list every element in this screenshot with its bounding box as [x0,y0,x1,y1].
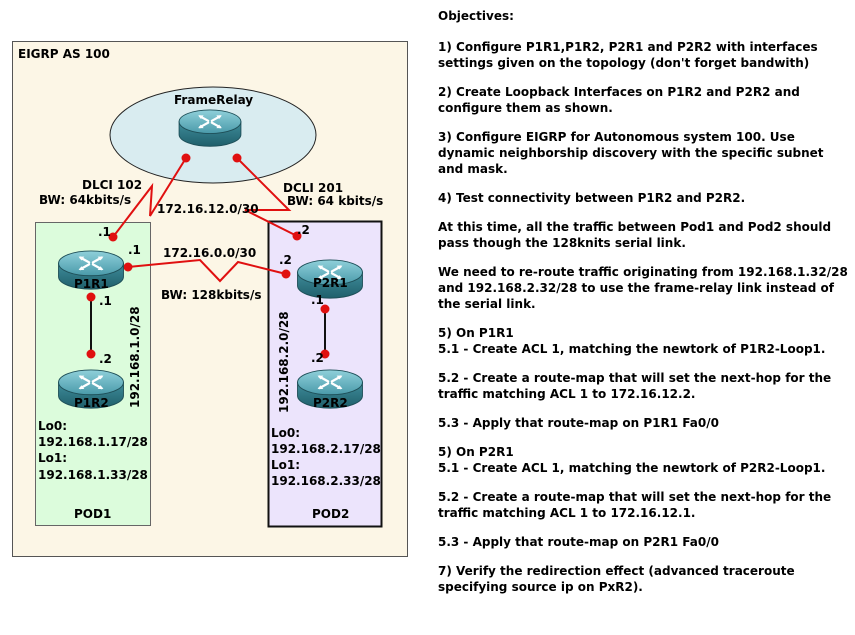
objective-item: 5.3 - Apply that route-map on P1R1 Fa0/0 [438,416,719,430]
objective-item: 7) Verify the redirection effect (advanc… [438,564,795,594]
dlci-right-label: DCLI 201 [283,181,343,195]
links [90,157,326,354]
octet-p1r1-lan: .1 [99,294,112,308]
octet-p2r1-frame: .2 [297,223,310,237]
objective-item: 1) Configure P1R1,P1R2, P2R1 and P2R2 wi… [438,40,818,70]
loopback-pod2-line: Lo1: [271,458,300,472]
frame-link-p2r1 [236,157,298,237]
loopback-pod2-line: 192.168.2.17/28 [271,442,381,456]
objective-item: 5.2 - Create a route-map that will set t… [438,371,832,401]
objectives-title: Objectives: [438,9,514,23]
objective-item: 4) Test connectivity between P1R2 and P2… [438,191,746,205]
octet-p1r2-lan: .2 [99,352,112,366]
octet-p2r2-lan: .2 [311,351,324,365]
frame-link-p1r1 [112,157,187,238]
octet-p2r1-serial: .2 [279,253,292,267]
bw-left-label: BW: 64kbits/s [39,193,131,207]
router-p1r2-label: P1R2 [74,396,109,410]
octet-p2r1-lan: .1 [311,293,324,307]
pod2-label: POD2 [312,507,349,521]
loopback-pod2-line: 192.168.2.33/28 [271,474,381,488]
if-dot-p2r2-lan [320,349,330,359]
loopback-pod1-line: 192.168.1.17/28 [38,435,148,449]
loopback-pod1-line: 192.168.1.33/28 [38,468,148,482]
router-p2r1-label: P2R1 [313,276,348,290]
if-dot-fr-left [181,153,191,163]
serial-bw-label: BW: 128kbits/s [161,288,261,302]
loopback-pod1-line: Lo1: [38,451,67,465]
if-dot-p1r1-frame [108,232,118,242]
router-p2r2-label: P2R2 [313,396,348,410]
serial-link [127,258,287,283]
pod2-subnet-label: 192.168.2.0/28 [277,311,291,413]
if-dot-p2r1-frame [292,231,302,241]
area-label: EIGRP AS 100 [18,47,110,61]
bw-right-label: BW: 64 kbits/s [287,194,383,208]
objective-item: At this time, all the traffic between Po… [438,220,832,250]
objective-item: 3) Configure EIGRP for Autonomous system… [438,130,824,176]
loopbacks-pod2: Lo0: 192.168.2.17/28 Lo1: 192.168.2.33/2… [271,426,385,488]
if-dot-fr-right [232,153,242,163]
objective-item: 5.2 - Create a route-map that will set t… [438,490,832,520]
serial-subnet-label: 172.16.0.0/30 [163,246,256,260]
if-dot-p2r1-serial [281,269,291,279]
pod1-subnet-label: 192.168.1.0/28 [128,306,142,408]
frame-subnet-label: 172.16.12.0/30 [157,202,259,216]
router-p1r1-label: P1R1 [74,277,109,291]
octet-p1r1-frame: .1 [98,225,111,239]
objective-item: 5.3 - Apply that route-map on P2R1 Fa0/0 [438,535,719,549]
loopbacks-pod1: Lo0: 192.168.1.17/28 Lo1: 192.168.1.33/2… [38,419,152,482]
objective-item: We need to re-route traffic originating … [438,265,848,311]
objective-item: 5) On P2R1 5.1 - Create ACL 1, matching … [438,445,826,475]
if-dot-p1r1-lan [86,292,96,302]
if-dot-p2r1-lan [320,304,330,314]
frame-relay-switch-icon [177,108,243,148]
objective-item: 2) Create Loopback Interfaces on P1R2 an… [438,85,800,115]
objectives-panel: Objectives: 1) Configure P1R1,P1R2, P2R1… [438,8,848,608]
if-dot-p1r2-lan [86,349,96,359]
octet-p1r1-serial: .1 [128,243,141,257]
objective-item: 5) On P1R1 5.1 - Create ACL 1, matching … [438,326,826,356]
frame-relay-label: FrameRelay [174,93,253,107]
pod1-label: POD1 [74,507,111,521]
if-dot-p1r1-serial [123,262,133,272]
loopback-pod2-line: Lo0: [271,426,300,440]
network-topology-diagram: EIGRP AS 100 POD1 POD2 FrameRelay P1R1 [12,41,408,557]
interface-dots [86,153,330,359]
loopback-pod1-line: Lo0: [38,419,67,433]
dlci-left-label: DLCI 102 [82,178,142,192]
